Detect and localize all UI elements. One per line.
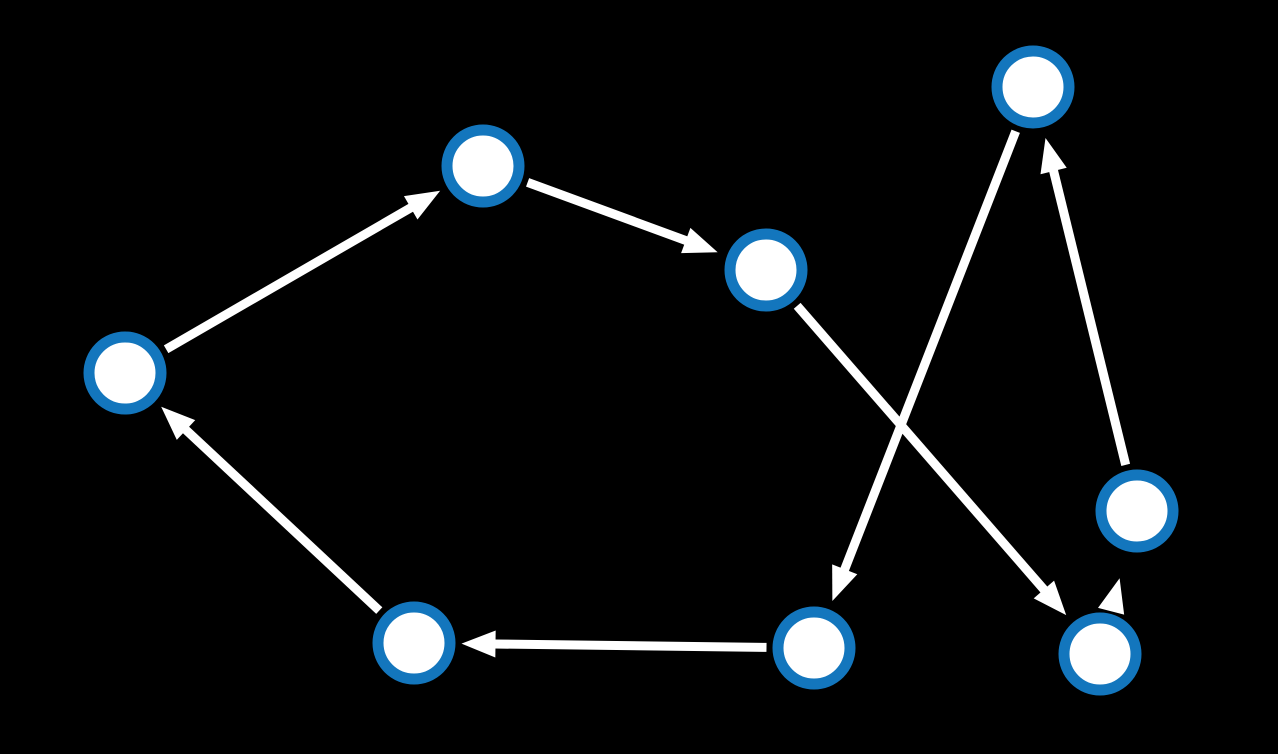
edge-arrowhead-icon bbox=[681, 227, 718, 254]
edge-arrowhead-icon bbox=[832, 564, 858, 601]
graph-node bbox=[772, 606, 856, 690]
graph-edge bbox=[832, 129, 1020, 601]
edge-line bbox=[1048, 167, 1131, 466]
graph-node bbox=[1058, 612, 1142, 696]
edge-line bbox=[526, 178, 690, 246]
graph-edge bbox=[161, 406, 383, 614]
graph-node bbox=[372, 601, 456, 685]
graph-node bbox=[441, 124, 525, 208]
edge-arrowhead-icon bbox=[161, 406, 196, 440]
graph-edge bbox=[526, 178, 718, 254]
graph-edge bbox=[1098, 578, 1125, 615]
graph-node bbox=[83, 331, 167, 415]
graph-edge bbox=[461, 630, 767, 658]
graph-node bbox=[1095, 469, 1179, 553]
edge-line bbox=[163, 202, 415, 354]
edge-arrowhead-icon bbox=[1033, 580, 1067, 616]
edge-line bbox=[839, 129, 1020, 573]
graph-node bbox=[724, 228, 808, 312]
graph-edge bbox=[793, 302, 1067, 616]
edge-line bbox=[181, 425, 383, 614]
edge-arrowhead-icon bbox=[1040, 137, 1067, 175]
edge-arrowhead-icon bbox=[461, 630, 496, 658]
edge-line bbox=[793, 302, 1049, 594]
edge-arrowhead-icon bbox=[1098, 578, 1125, 615]
graph-edge bbox=[163, 190, 441, 354]
graph-node bbox=[991, 45, 1075, 129]
graph-edge bbox=[1040, 137, 1131, 466]
edge-arrowhead-icon bbox=[403, 190, 441, 220]
edge-line bbox=[493, 639, 767, 652]
